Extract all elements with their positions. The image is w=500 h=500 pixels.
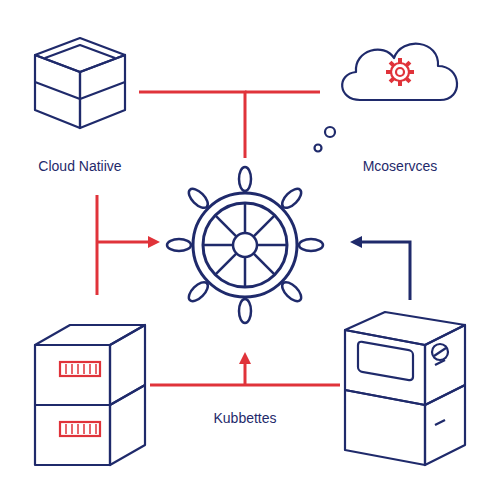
connector bbox=[139, 92, 245, 158]
node-label: Mcoservces bbox=[326, 158, 474, 174]
icon-node: Kubbettes bbox=[161, 160, 329, 432]
icon-node: Cloud Natiive bbox=[21, 28, 139, 180]
node-label: Kubbettes bbox=[161, 410, 329, 426]
node-label: Cloud Natiive bbox=[21, 158, 139, 174]
icon-node: Mcoservces bbox=[326, 25, 474, 180]
